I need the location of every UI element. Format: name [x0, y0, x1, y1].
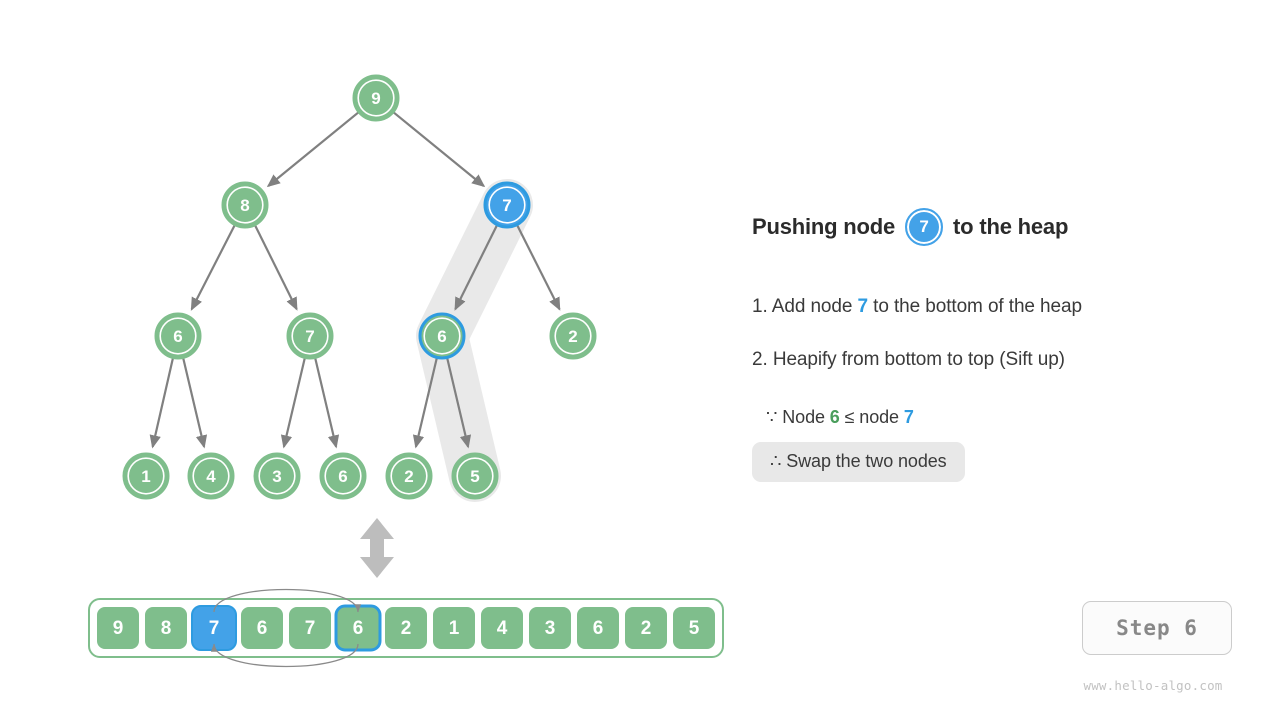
tree-node[interactable]: 7 [286, 312, 334, 360]
step-1: 1. Add node 7 to the bottom of the heap [752, 292, 1272, 322]
title-node-badge: 7 [905, 208, 944, 246]
reason-value-parent: 7 [903, 407, 914, 427]
tree-node-value: 9 [371, 89, 380, 108]
array-cell-value: 2 [401, 618, 412, 639]
conclusion-highlight: ∴ Swap the two nodes [752, 442, 965, 482]
array-cell-value: 4 [497, 618, 508, 639]
array-cell-value: 6 [593, 618, 604, 639]
array-cell[interactable]: 5 [671, 605, 717, 651]
step-1-text-a: 1. Add node [752, 296, 858, 317]
array-cell[interactable]: 4 [479, 605, 525, 651]
array-cell[interactable]: 8 [143, 605, 189, 651]
tree-node-value: 4 [206, 467, 216, 486]
tree-node[interactable]: 8 [221, 181, 269, 229]
tree-node-value: 2 [568, 327, 577, 346]
array-cell-value: 5 [689, 618, 700, 639]
array-cell[interactable]: 2 [383, 605, 429, 651]
array-cell[interactable]: 9 [95, 605, 141, 651]
array-cell-value: 6 [257, 618, 268, 639]
tree-node-value: 3 [272, 467, 281, 486]
reason-text-a: ∵ Node [766, 407, 830, 427]
tree-node-value: 6 [338, 467, 347, 486]
tree-node-value: 6 [437, 327, 446, 346]
tree-node[interactable]: 6 [319, 452, 367, 500]
tree-node[interactable]: 2 [385, 452, 433, 500]
array-cell-value: 3 [545, 618, 556, 639]
array-representation: 9 8 7 6 7 6 2 1 4 3 6 2 5 [88, 598, 724, 658]
tree-node[interactable]: 1 [122, 452, 170, 500]
array-cell[interactable]: 6 [334, 604, 382, 652]
tree-node-value: 6 [173, 327, 182, 346]
array-cell-value: 8 [161, 618, 172, 639]
reason-value-child: 6 [829, 407, 840, 427]
array-cell[interactable]: 6 [575, 605, 621, 651]
tree-node[interactable]: 6 [154, 312, 202, 360]
array-cell[interactable]: 7 [191, 605, 237, 651]
array-cell-value: 6 [353, 618, 364, 639]
array-cell-value: 1 [449, 618, 460, 639]
conclusion-wrapper: ∴ Swap the two nodes [752, 442, 1272, 482]
tree-node[interactable]: 2 [549, 312, 597, 360]
array-cell-value: 2 [641, 618, 652, 639]
tree-nodes: 9 8 7 6 7 6 2 1 4 3 6 2 5 [122, 74, 597, 500]
array-cell[interactable]: 1 [431, 605, 477, 651]
tree-node-value: 2 [404, 467, 413, 486]
step-indicator: Step 6 [1082, 601, 1232, 655]
tree-node[interactable]: 4 [187, 452, 235, 500]
tree-node-value: 5 [470, 467, 479, 486]
tree-node-value: 1 [141, 467, 150, 486]
tree-node-value: 7 [502, 196, 511, 215]
tree-node-value: 8 [240, 196, 249, 215]
array-cell[interactable]: 3 [527, 605, 573, 651]
reason-line: ∵ Node 6 ≤ node 7 [766, 403, 1272, 431]
watermark: www.hello-algo.com [1083, 678, 1223, 693]
tree-node-value: 7 [305, 327, 314, 346]
reason-text-b: ≤ node [839, 407, 904, 427]
array-cell-value: 9 [113, 618, 124, 639]
tree-node[interactable]: 3 [253, 452, 301, 500]
swap-indicator [210, 588, 362, 668]
explanation-panel: Pushing node 7 to the heap 1. Add node 7… [752, 206, 1272, 482]
step-1-value: 7 [857, 296, 869, 317]
heap-diagram: 9 8 7 6 7 6 2 1 4 3 6 2 5 9 8 7 6 7 6 2 1 4 3 6 2 5 [88, 74, 724, 668]
array-cell[interactable]: 6 [239, 605, 285, 651]
tree-node[interactable]: 9 [352, 74, 400, 122]
step-2: 2. Heapify from bottom to top (Sift up) [752, 349, 1065, 370]
tree-node[interactable]: 5 [451, 452, 499, 500]
title-suffix: to the heap [953, 214, 1069, 239]
tree-array-link-arrow [360, 518, 394, 578]
tree-node[interactable]: 6 [418, 312, 466, 360]
array-cell[interactable]: 7 [287, 605, 333, 651]
array-cell-value: 7 [305, 618, 316, 639]
array-cell[interactable]: 2 [623, 605, 669, 651]
steps-list: 1. Add node 7 to the bottom of the heap … [752, 292, 1272, 482]
tree-edges [149, 111, 561, 449]
panel-title: Pushing node 7 to the heap [752, 206, 1272, 248]
tree-node[interactable]: 7 [483, 181, 531, 229]
title-prefix: Pushing node [752, 214, 896, 239]
array-cell-value: 7 [209, 618, 220, 639]
step-1-text-b: to the bottom of the heap [867, 296, 1082, 317]
